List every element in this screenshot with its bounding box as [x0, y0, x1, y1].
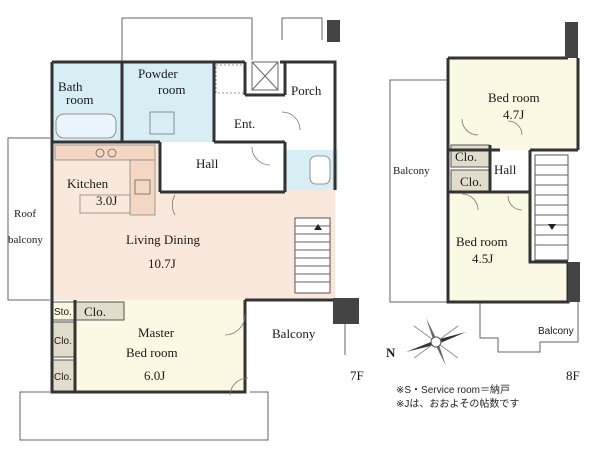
bath-room-label-line2: room	[66, 92, 93, 107]
master-bedroom-label-line2: Bed room	[126, 345, 178, 360]
roof-balcony-label-line2: balcony	[8, 234, 43, 246]
balcony-7f-label: Balcony	[272, 326, 316, 341]
bedroom-1-label: Bed room	[488, 90, 540, 105]
closet-b-label: Clo.	[54, 372, 72, 383]
column	[333, 298, 359, 324]
floor-7f-label: 7F	[350, 368, 364, 383]
closet-2-label: Clo.	[460, 174, 482, 189]
powder-room-label-line1: Powder	[138, 66, 178, 81]
stairs-7f	[294, 217, 331, 294]
stove-icon	[95, 148, 105, 158]
powder-room-label-line2: room	[158, 82, 185, 97]
powder-room	[122, 62, 214, 142]
balcony-8f-label: Balcony	[393, 165, 430, 177]
closet-1-label: Clo.	[455, 149, 477, 164]
hall-7f-label: Hall	[196, 156, 219, 171]
balcony-small-label: Balcony	[538, 326, 574, 337]
bedroom-1	[448, 58, 578, 150]
kitchen-label: Kitchen	[67, 176, 109, 191]
compass	[406, 318, 466, 366]
closet-main-label: Clo.	[84, 304, 106, 319]
bedroom-1-size: 4.7J	[503, 107, 524, 122]
roof-balcony-label-line1: Roof	[14, 208, 36, 220]
bedroom-2	[448, 192, 568, 302]
master-bedroom-label-line1: Master	[138, 325, 175, 340]
hall-8f-label: Hall	[494, 162, 517, 177]
floor-8f-label: 8F	[566, 368, 580, 383]
sink-icon	[134, 179, 151, 195]
master-bedroom-size: 6.0J	[144, 368, 165, 383]
storage-label: Sto.	[54, 307, 72, 318]
floor-7f	[7, 17, 359, 441]
toilet-icon	[309, 155, 331, 185]
kitchen-counter-side	[129, 159, 156, 216]
bedroom-2-size: 4.5J	[472, 251, 493, 266]
bedroom-2-label: Bed room	[456, 234, 508, 249]
stove-icon	[107, 148, 117, 158]
shoe-box-icon	[251, 61, 279, 91]
kitchen-island	[79, 194, 131, 214]
entrance-label: Ent.	[234, 116, 255, 131]
note-service-room: ※S・Service room＝納戸	[396, 383, 510, 396]
column	[568, 262, 580, 302]
kitchen-size: 3.0J	[96, 193, 117, 208]
washing-machine-icon	[215, 64, 245, 94]
column	[327, 20, 340, 42]
living-dining-label: Living Dining	[126, 232, 201, 247]
note-jo-unit: ※Jは、おおよその帖数です	[396, 397, 519, 410]
bath-room-label-line1: Bath	[58, 79, 83, 94]
compass-north-label: N	[386, 345, 396, 360]
floor-8f	[389, 22, 580, 353]
bathtub-icon	[55, 113, 117, 139]
washbasin-icon	[149, 111, 175, 135]
kitchen-counter	[54, 144, 156, 161]
column	[565, 22, 578, 58]
closet-a-label: Clo.	[54, 336, 72, 347]
living-dining	[52, 190, 335, 300]
stairs-8f	[534, 154, 569, 261]
porch-label: Porch	[291, 83, 322, 98]
living-dining-size: 10.7J	[148, 256, 176, 271]
